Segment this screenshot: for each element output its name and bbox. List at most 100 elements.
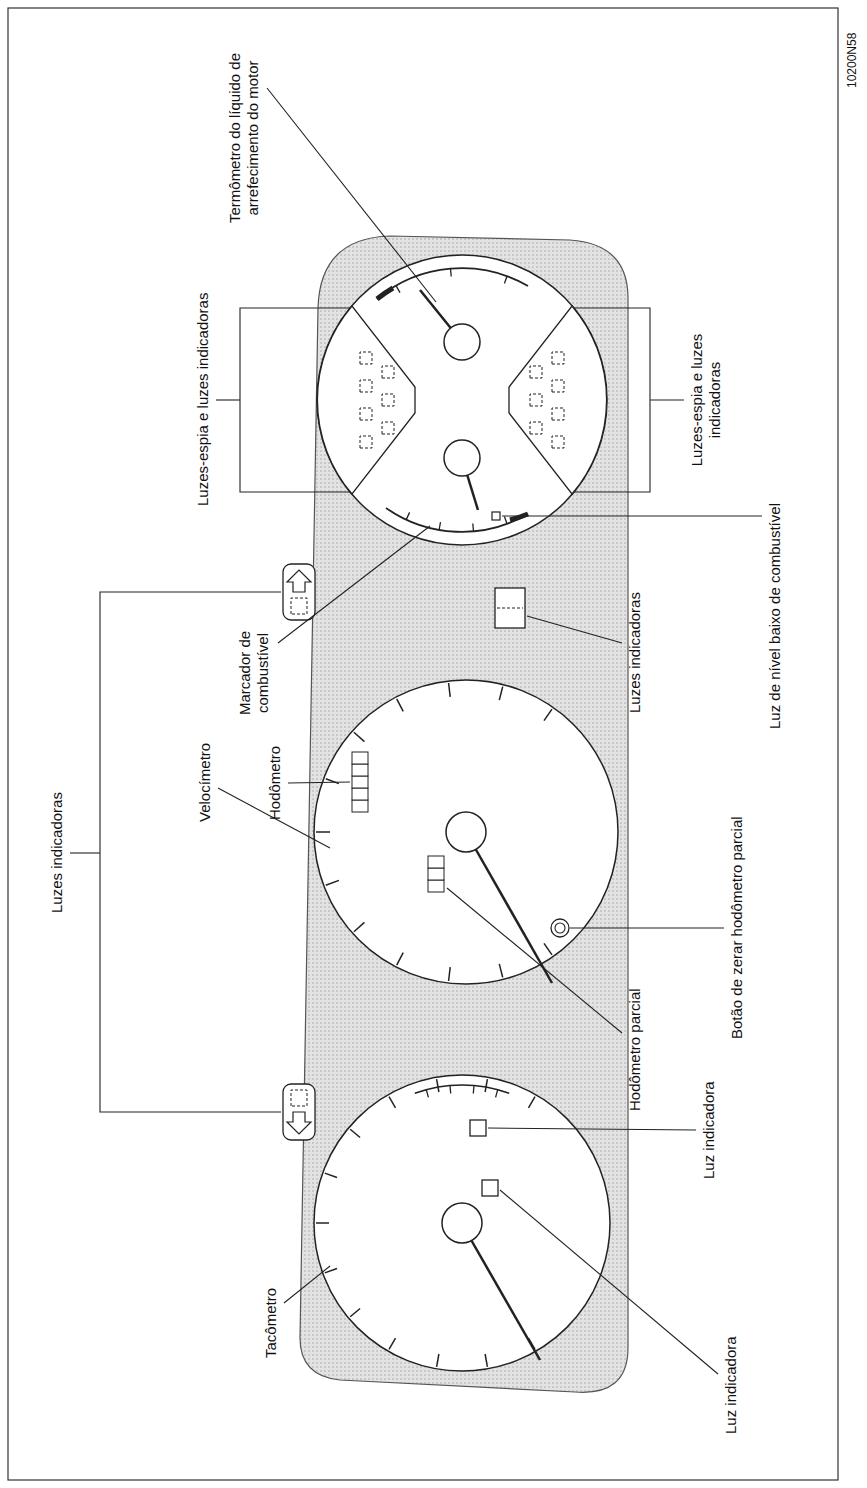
needle-hub [442,1203,482,1243]
scale-tick [437,1354,439,1367]
odometer-digit [352,752,368,764]
scale-tick [449,967,451,981]
instrument-panel [300,236,628,1392]
fuel-scale [386,508,528,532]
scale-tick [496,1090,498,1098]
needle-hub [446,812,486,852]
scale-tick [544,709,552,721]
scale-tick [354,922,365,931]
scale-tick [449,1086,451,1094]
scale-tick [472,524,474,532]
bracket-line [100,592,281,1112]
leader-line [488,1128,696,1130]
combined-gauge-dial [317,255,607,545]
redline-arc [415,1085,509,1093]
warning-lamp [552,408,564,420]
arrow-symbol [287,570,311,592]
warning-lamp [552,380,564,392]
scale-tick [396,286,400,293]
leader-line [447,888,622,1033]
scale-tick [350,1129,360,1137]
warning-lamp [360,408,372,420]
indicator-divider [497,608,523,609]
warning-lamp [552,436,564,448]
scale-tick [325,1269,337,1273]
part-label: Luzes-espia e luzes indicadoras [194,293,212,506]
scale-tick [316,1222,329,1224]
part-label: Hodômetro [266,746,284,820]
scale-tick [439,522,440,530]
scale-tick [406,512,409,519]
scale-tick [499,687,502,701]
leader-line [70,852,100,853]
warning-lamp [382,422,394,434]
leader-line [288,782,350,783]
leader-line [216,399,240,400]
needle-hub [444,324,480,360]
leader-line [267,88,436,302]
scale-tick [326,779,339,784]
tachometer-dial [314,1075,610,1371]
bracket-line [574,308,650,492]
trip-digit [428,856,444,868]
speedometer-needle [475,848,552,983]
scale-tick [389,1097,396,1108]
warning-lamp-cluster [317,306,415,494]
scale-tick [485,1079,487,1092]
reset-button [555,923,565,933]
temperature-scale [377,268,528,299]
tachometer-needle [470,1238,540,1360]
bracket-line [240,308,350,492]
part-label: Luzes indicadoras [626,592,644,713]
scale-tick [504,517,507,525]
warning-lamp [382,366,394,378]
part-label: Botão de zerar hodômetro parcial [728,816,746,1039]
part-label: Luz indicadora [722,1336,740,1434]
scale-tick [354,732,365,741]
leader-line [527,616,622,643]
scale-tick [350,1309,360,1317]
leader-line [278,526,430,643]
scale-tick [326,880,339,885]
turn-indicator [283,1084,315,1140]
part-label: Luz indicadora [700,1081,718,1179]
scale-tick [485,1354,487,1367]
scale-tick [450,269,452,277]
warning-lamp [530,366,542,378]
scale-tick [544,943,552,955]
page-frame [8,8,838,1480]
warning-lamp [360,380,372,392]
scale-tick [397,699,404,712]
arrow-symbol [287,1112,311,1134]
needle-hub [444,440,480,476]
part-label: Luzes indicadoras [48,792,66,913]
speedometer-dial [314,680,618,984]
indicator-lamp [470,1120,486,1136]
indicator-lamp [291,1090,307,1106]
scale-tick [499,964,502,978]
part-label: Velocímetro [196,743,214,822]
part-label: Tacômetro [262,1288,280,1358]
trip-digit [428,868,444,880]
leader-line [650,399,684,400]
indicator-box [495,588,525,628]
odometer-digit [352,764,368,776]
scale-tick [389,1338,396,1349]
trip-digit [428,880,444,892]
odometer-digit [352,776,368,788]
odometer-digit [352,788,368,800]
scale-tick [325,1173,337,1177]
scale-tick [437,1079,439,1092]
warning-lamp [530,422,542,434]
leader-line [284,1266,330,1303]
reset-button [551,919,569,937]
turn-indicator [283,564,315,620]
scale-tick [529,1097,536,1108]
scale-tick [529,1338,536,1349]
leader-line [500,1190,718,1374]
indicator-lamp [291,598,307,614]
indicator-lamp [482,1180,498,1196]
scale-tick [397,953,404,966]
